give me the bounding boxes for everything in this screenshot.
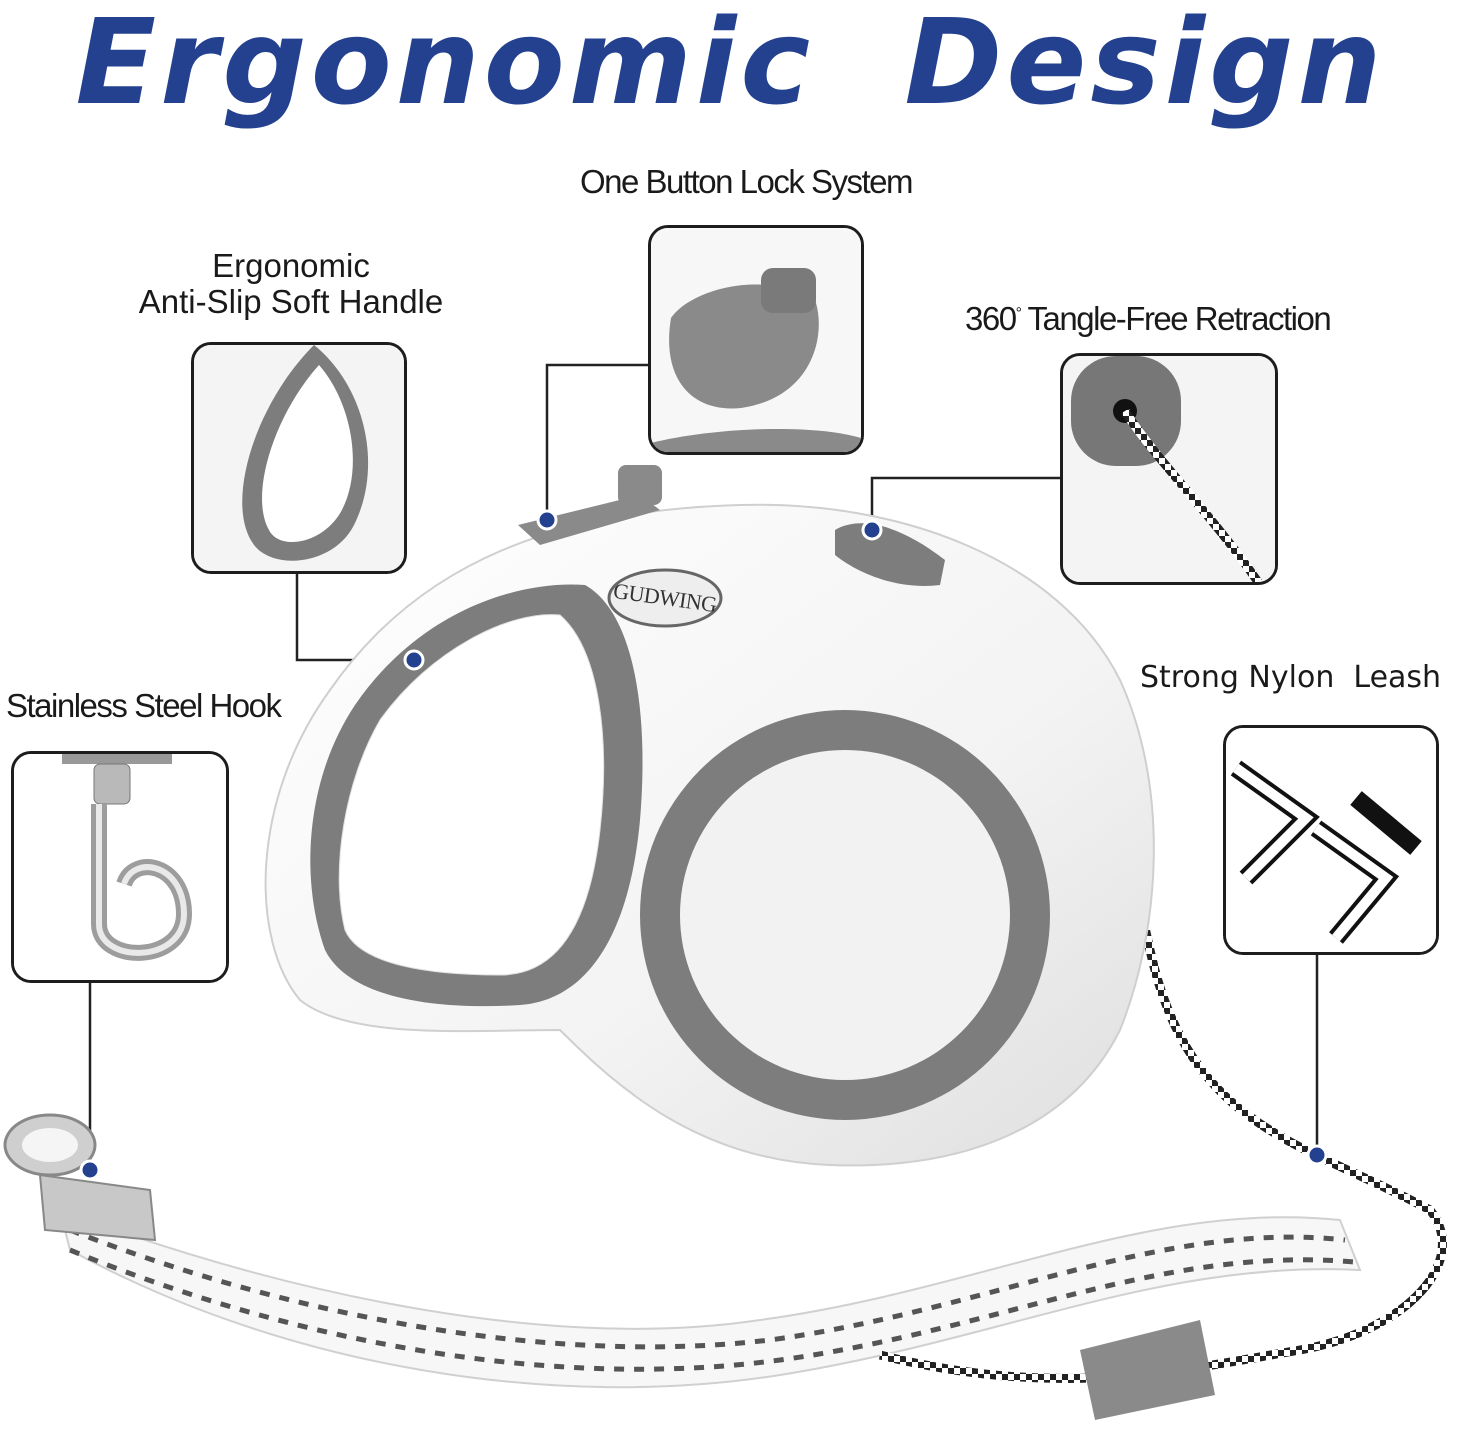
page-title: Ergonomic Design [75,0,1386,131]
retraction-label: 360° Tangle-Free Retraction [965,296,1332,337]
handle-label-line1: Ergonomic [212,247,370,284]
callout-dots [79,509,1328,1181]
hook-label: Stainless Steel Hook [6,687,282,724]
lock-detail-box [648,225,864,455]
handle-detail-box [191,342,407,574]
handle-label: Ergonomic Anti-Slip Soft Handle [128,248,454,320]
retraction-detail-box [1060,353,1278,585]
hook-end [3,1113,157,1242]
retraction-label-number: 360 [965,300,1017,337]
lock-label: One Button Lock System [580,163,914,200]
handle-label-line2: Anti-Slip Soft Handle [138,283,444,320]
strap [58,1208,1362,1389]
cord-stopper [1080,1320,1215,1420]
hook-detail-box [11,751,229,983]
leash-label: Strong Nylon Leash [1140,660,1442,695]
leash-detail-box [1223,725,1439,955]
leash-handle-body [264,465,1155,1167]
retraction-label-text: Tangle-Free Retraction [1027,300,1332,337]
degree-sign: ° [1015,305,1022,322]
